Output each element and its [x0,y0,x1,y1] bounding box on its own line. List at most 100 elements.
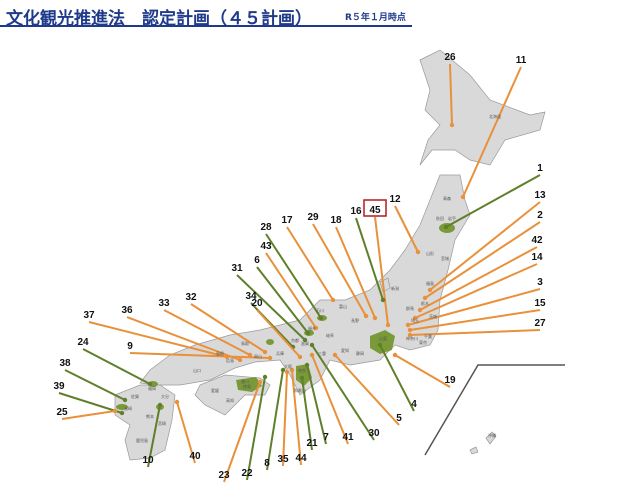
prefecture-label: 鹿児島 [136,437,148,443]
callout-number: 24 [77,337,89,348]
callout-point-21 [299,375,305,381]
callout-number: 33 [158,298,170,309]
callout-number: 17 [281,215,293,226]
callout-line-36 [126,316,241,361]
callout-line-18 [335,226,376,319]
callout-point-31 [302,337,308,343]
callout-point-32 [262,349,268,355]
callout-number: 18 [330,215,342,226]
prefecture-label: 茨城 [429,313,437,319]
hokkaido [419,49,546,166]
okinawa-island [485,431,497,445]
callout-line-7 [306,364,327,445]
callout-number: 16 [350,206,362,217]
prefecture-label: 広島 [226,357,234,363]
callout-number: 29 [307,212,319,223]
callout-lines [58,63,541,483]
callout-point-9 [267,355,273,361]
callout-point-27 [407,332,413,338]
prefecture-label: 大分 [161,393,169,399]
callout-point-5 [332,352,338,358]
prefecture-label: 兵庫 [276,350,284,356]
callout-point-2 [422,295,428,301]
prefecture-label: 和歌山 [294,387,306,393]
callout-point-35 [284,369,290,375]
callout-line-35 [282,371,288,467]
callout-line-27 [409,329,541,336]
callout-number: 26 [444,52,456,63]
callout-number: 27 [534,318,546,329]
callout-point-39 [119,410,125,416]
prefecture-label: 宮崎 [158,420,166,426]
as-of-date: R５年１月時点 [345,13,406,23]
callout-number: 28 [260,222,272,233]
callout-point-22 [262,374,268,380]
callout-number: 19 [444,375,456,386]
callout-line-2 [424,221,541,299]
callout-point-4 [377,342,383,348]
page-title: 文化観光推進法 認定計画（４５計画） [6,9,312,29]
prefecture-label: 山口 [193,367,201,373]
callout-line-4 [379,344,415,412]
prefecture-label: 青森 [443,195,451,201]
callout-number: 44 [295,453,307,464]
callout-number: 22 [241,468,253,479]
callout-number: 20 [251,298,263,309]
callout-number: 30 [368,428,380,439]
callout-number: 8 [264,458,270,469]
callout-number: 23 [218,470,230,481]
callout-line-24 [82,348,151,385]
callout-line-5 [334,354,400,426]
prefecture-label: 三重 [318,350,326,356]
callout-number: 40 [189,451,201,462]
callout-point-14 [412,315,418,321]
callout-point-17 [330,297,336,303]
callout-point-20 [297,354,303,360]
callout-line-43 [265,252,317,329]
callout-number: 25 [56,407,68,418]
callout-number: 35 [277,454,289,465]
callout-point-10 [157,402,163,408]
prefecture-label: 島根 [216,350,224,356]
highlight-box-45 [363,199,387,217]
callout-number: 5 [396,413,402,424]
hyogo-highlight [266,339,274,345]
callout-number: 36 [121,305,133,316]
callout-number: 3 [537,277,543,288]
callout-line-19 [394,354,451,388]
callout-line-9 [129,352,271,359]
callout-number: 38 [59,358,71,369]
callout-line-41 [311,354,349,445]
prefecture-label: 愛知 [341,347,349,353]
callout-number: 4 [411,399,417,410]
callout-line-14 [414,263,538,319]
callout-line-37 [88,321,228,358]
callout-line-8 [266,369,284,471]
callout-line-33 [163,309,251,356]
prefecture-label: 長野 [351,317,359,323]
callout-line-22 [246,376,266,481]
callout-line-10 [147,404,161,468]
prefecture-label: 静岡 [356,350,364,356]
callout-line-45 [374,216,389,326]
callout-point-18 [372,315,378,321]
prefecture-label: 石川 [316,308,324,313]
prefecture-label: 千葉 [424,333,432,339]
prefecture-label: 新潟 [391,285,399,291]
prefecture-label: 北海道 [489,113,501,119]
title-underline [0,25,412,27]
prefecture-label: 奈良 [298,367,306,373]
callout-number: 14 [531,252,543,263]
yamanashi-highlight [370,330,395,354]
callout-line-20 [256,309,301,358]
prefecture-label: 岩手 [448,215,456,221]
prefecture-label: 鳥取 [241,340,249,346]
callout-line-23 [223,381,261,483]
prefecture-label: 群馬 [406,305,414,311]
callout-point-38 [122,397,128,403]
callout-point-28 [318,315,324,321]
prefecture-label: 京都 [291,337,299,343]
callout-line-17 [286,226,334,301]
